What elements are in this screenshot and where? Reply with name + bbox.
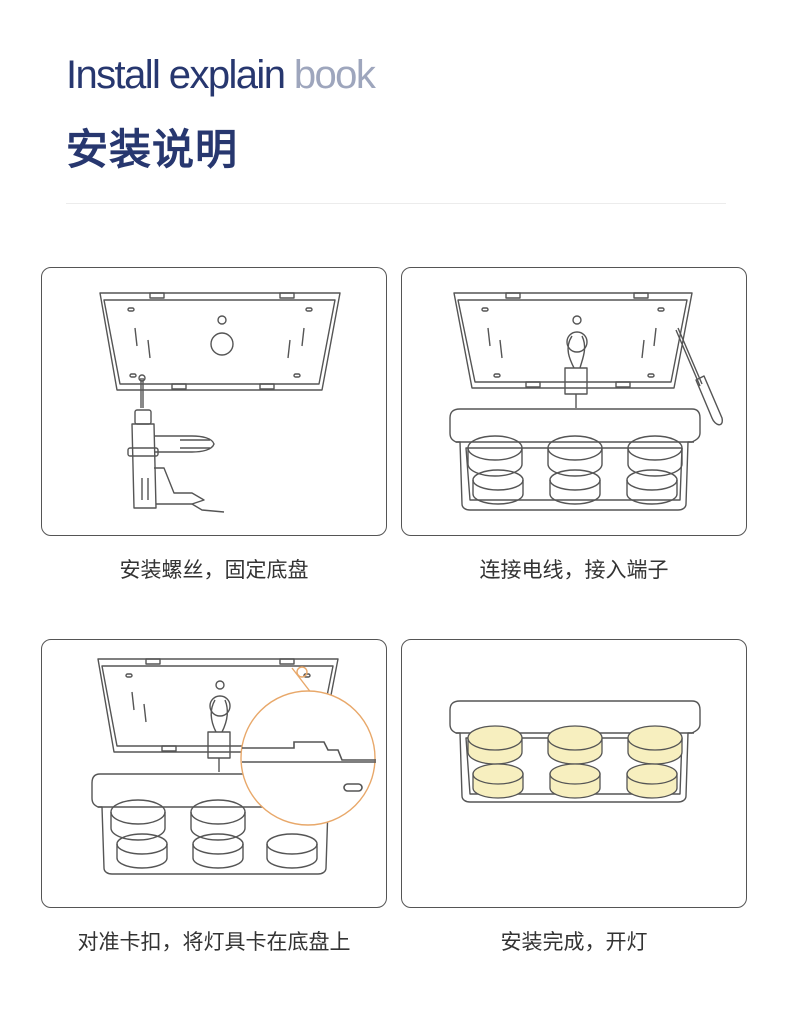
- lamp-cells: [110, 799, 318, 869]
- step-3-panel: [41, 639, 387, 908]
- title-english-main: Install explain: [66, 53, 286, 97]
- lit-lamp-cells: [467, 725, 683, 799]
- lamp-body: [449, 408, 701, 511]
- step-4-illustration: [449, 700, 701, 803]
- screwdriver-icon: [675, 327, 723, 426]
- terminal-block-icon: [564, 367, 588, 395]
- title-english-suffix: book: [284, 53, 376, 97]
- step-4-caption: 安装完成，开灯: [500, 930, 648, 954]
- mounting-plate-outline: [99, 292, 341, 391]
- lamp-cells: [467, 435, 683, 505]
- step-1-panel: [41, 267, 387, 536]
- drill-bit-icon: [140, 378, 144, 408]
- step-1-illustration: [99, 292, 341, 513]
- step-2-panel: [401, 267, 747, 536]
- screw-hole: [138, 374, 146, 382]
- header-divider: [66, 203, 726, 204]
- step-1-caption: 安装螺丝，固定底盘: [119, 558, 309, 582]
- wire: [567, 335, 586, 369]
- step-2-illustration: [449, 292, 723, 511]
- zoom-detail-icon: [240, 690, 376, 826]
- step-4-panel: [401, 639, 747, 908]
- mounting-plate-inner: [103, 299, 336, 385]
- step-3-caption: 对准卡扣，将灯具卡在底盘上: [77, 930, 351, 954]
- step-3-illustration: [91, 658, 376, 875]
- step-2-caption: 连接电线，接入端子: [479, 558, 669, 582]
- drill-icon: [127, 409, 225, 513]
- title-english: Install explain book: [66, 52, 376, 98]
- title-chinese: 安装说明: [66, 125, 239, 174]
